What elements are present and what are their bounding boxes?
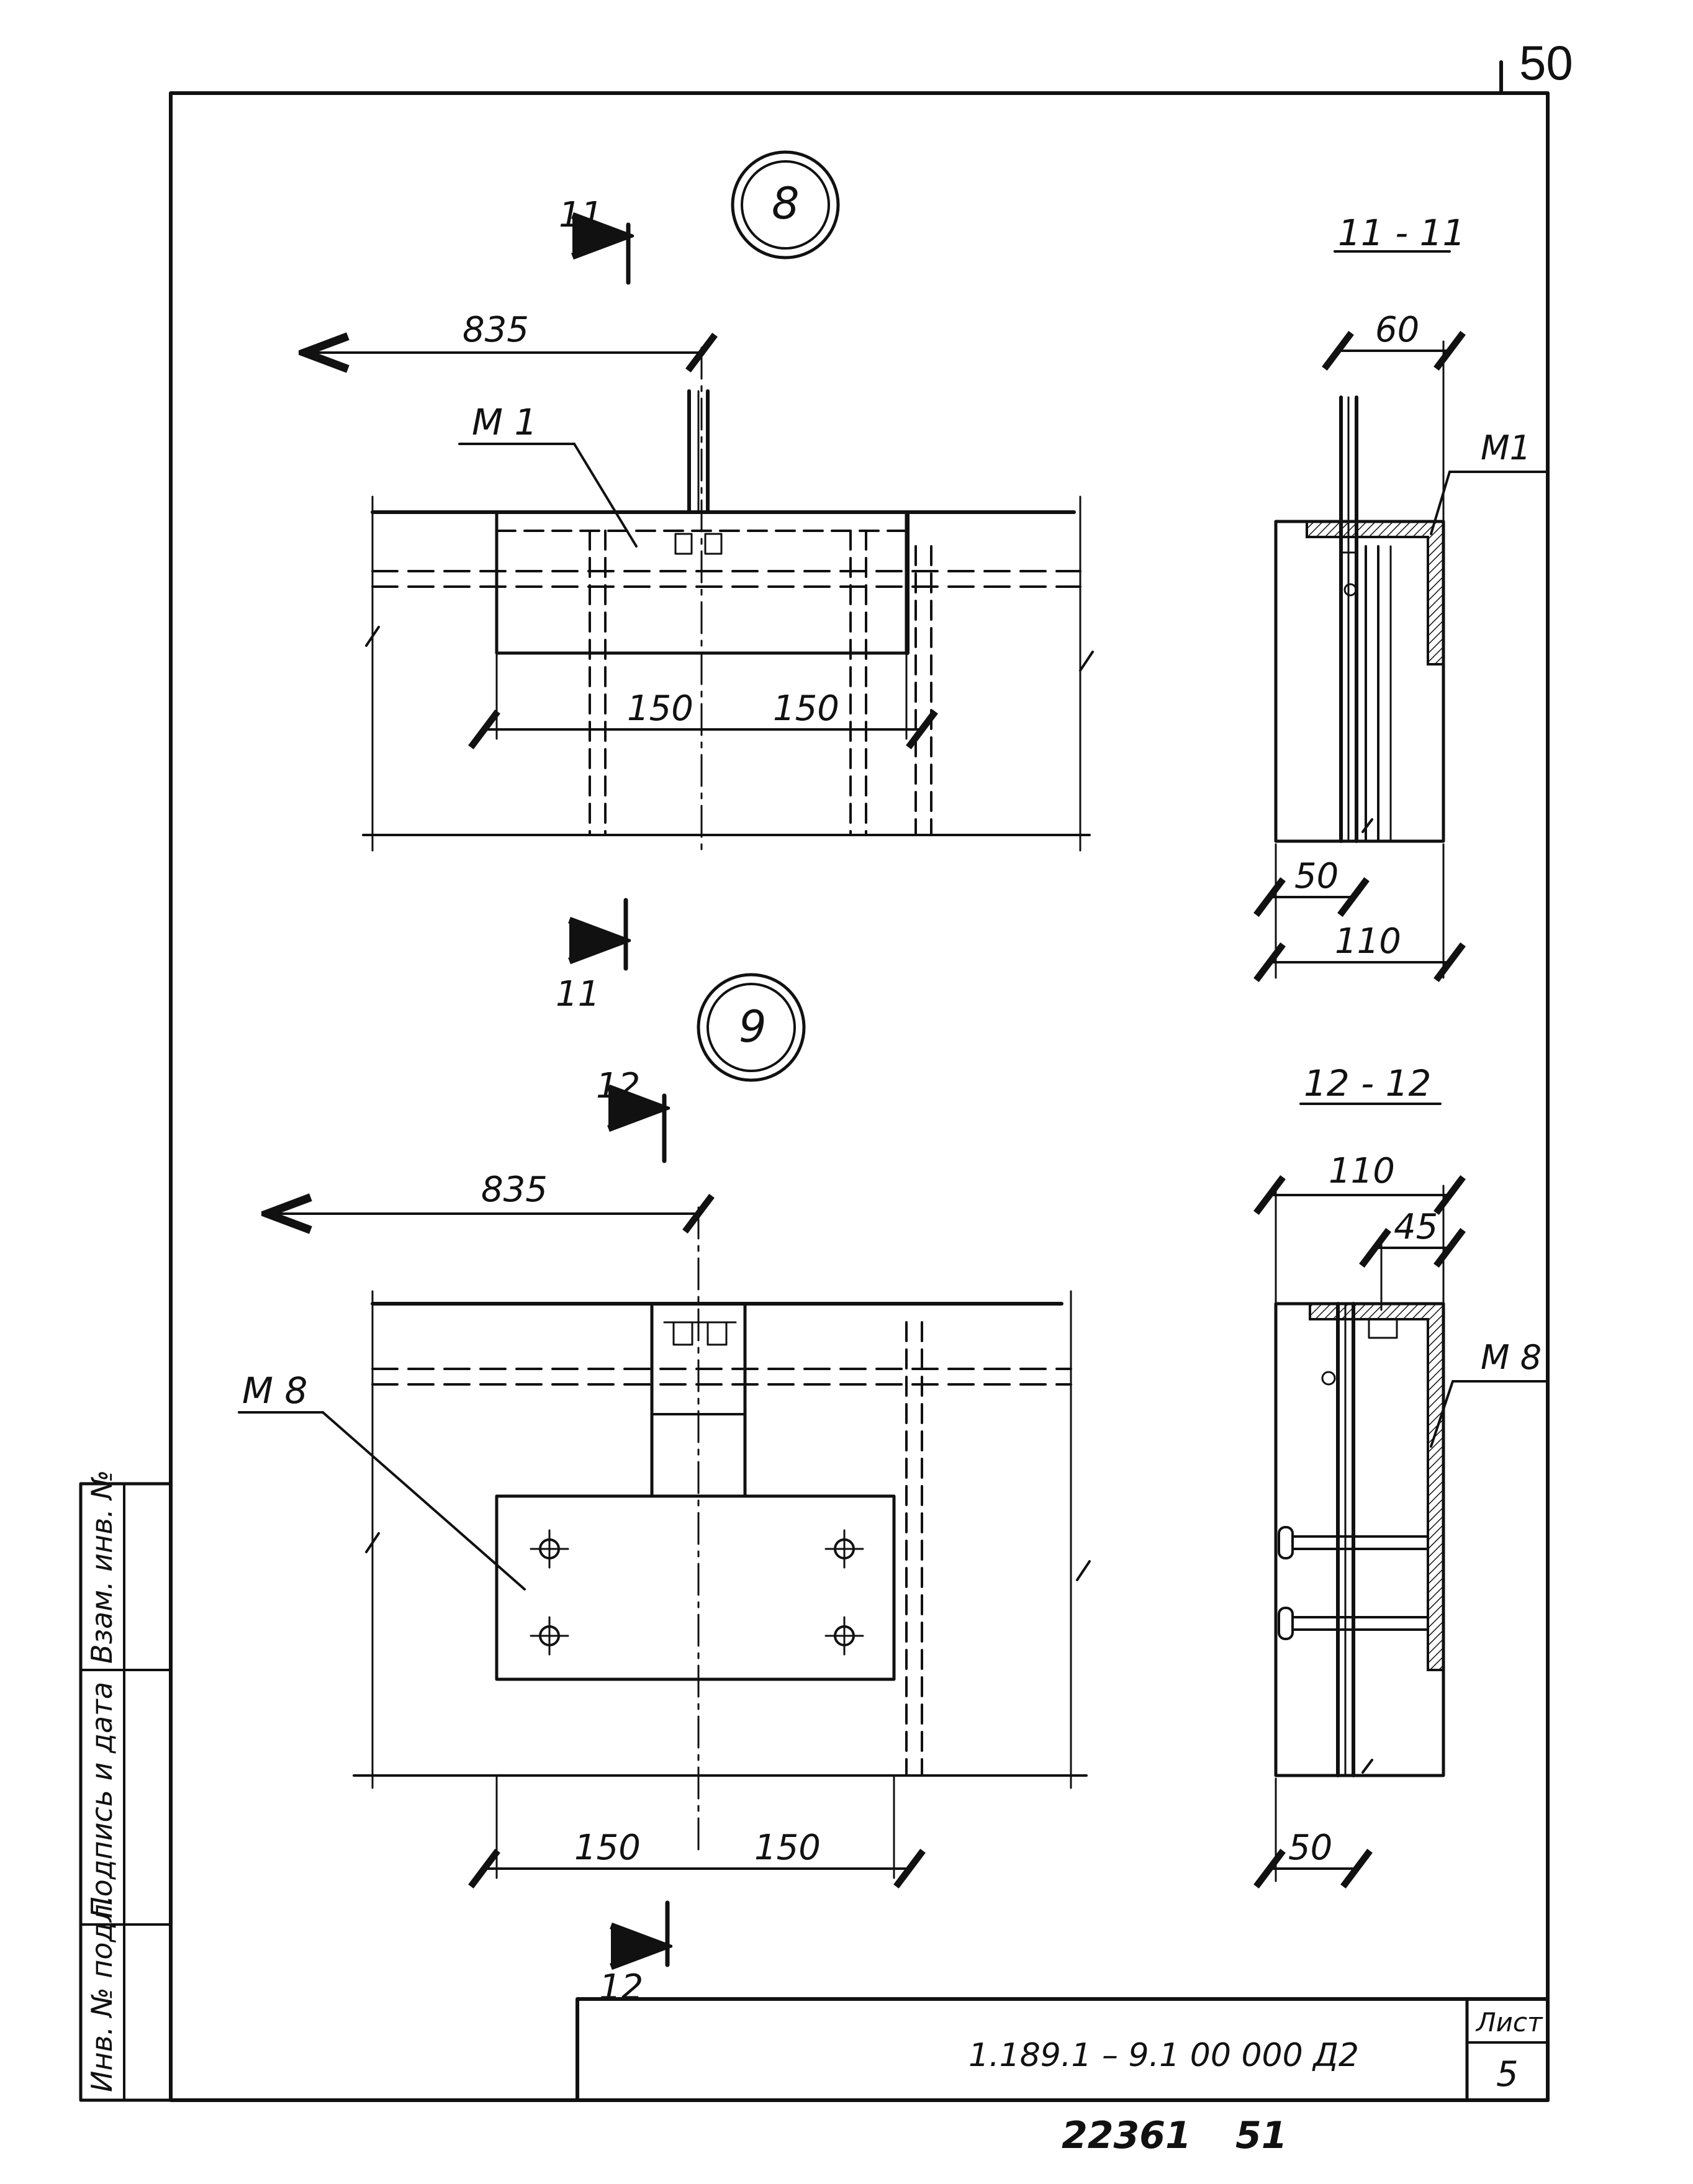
- section-11-bottom-mark: 11: [556, 898, 626, 1014]
- margin-signature-date: Подпись и дата: [85, 1682, 119, 1918]
- node-8-dim-right: 150: [773, 688, 839, 729]
- section-12-title: 12 - 12: [1304, 1062, 1431, 1104]
- section-11-body: [1274, 520, 1445, 843]
- section-12-dim-50: 50: [1288, 1828, 1332, 1868]
- sheet-number: 5: [1496, 2054, 1519, 2095]
- section-11-rod: [1339, 395, 1358, 843]
- node-9-dim-total: 835: [481, 1170, 548, 1210]
- node-8-dim-left: 150: [627, 688, 693, 729]
- node-8-rod: [687, 389, 710, 514]
- section-11-top-label: 11: [559, 195, 603, 235]
- section-12-dim-45: 45: [1394, 1207, 1438, 1247]
- node-8-part-label: М 1: [472, 401, 537, 443]
- section-11-bottom-label: 11: [556, 974, 600, 1014]
- section-11-dim-top: 60: [1375, 310, 1419, 350]
- title-block: Лист 5 1.189.1 – 9.1 00 000 Д2 22361 51: [576, 1997, 1550, 2157]
- node-9-number: 9: [739, 1001, 767, 1052]
- page-number: 50: [1519, 35, 1573, 90]
- margin-stamp: Инв. № подл. Подпись и дата Взам. инв. №: [79, 1470, 173, 2102]
- section-12-bottom-label: 12: [599, 1967, 643, 2008]
- node-9-marker: 9: [697, 973, 806, 1082]
- archive-page: 51: [1235, 2114, 1288, 2157]
- section-12-bottom-mark: 12: [599, 1900, 667, 2008]
- node-8-number: 8: [772, 178, 800, 229]
- archive-number: 22361: [1062, 2114, 1191, 2157]
- section-11-view: 11 - 11 60 М1 50 110: [1253, 212, 1547, 983]
- node-9-part-label: М 8: [242, 1370, 307, 1412]
- section-11-dim-50: 50: [1294, 856, 1339, 896]
- node-9-plate: [495, 1494, 896, 1681]
- node-8-dim-total: 835: [463, 310, 529, 350]
- page-number-block: 50: [1499, 35, 1573, 95]
- section-12-rod: [1336, 1302, 1355, 1777]
- node-8-view: 8 11 835: [304, 150, 1094, 1014]
- node-9-dim-right: 150: [754, 1828, 821, 1868]
- section-11-top-mark: 11: [559, 195, 628, 285]
- section-11-dim-110: 110: [1335, 921, 1401, 962]
- section-12-angle-m8: [1309, 1302, 1445, 1671]
- section-11-title: 11 - 11: [1338, 212, 1465, 254]
- section-11-part-label: М1: [1481, 428, 1531, 467]
- margin-inv-no: Инв. № подл.: [85, 1895, 119, 2092]
- node-8-reinforcement: [589, 530, 932, 836]
- section-12-dim-110: 110: [1329, 1151, 1395, 1191]
- section-12-top-label: 12: [596, 1066, 640, 1106]
- section-12-top-mark: 12: [596, 1066, 664, 1163]
- sheet-label: Лист: [1475, 2007, 1543, 2037]
- section-12-part-label: М 8: [1481, 1338, 1542, 1377]
- section-12-view: 12 - 12 110 45 М 8 50: [1253, 1062, 1547, 1889]
- section-12-body: [1274, 1302, 1445, 1777]
- node-9-dim-left: 150: [574, 1828, 641, 1868]
- section-12-anchors: [1278, 1526, 1429, 1640]
- node-9-view: 9 12 835: [238, 973, 1091, 2008]
- document-code: 1.189.1 – 9.1 00 000 Д2: [968, 2037, 1359, 2074]
- margin-replaces-inv: Взам. инв. №: [85, 1470, 119, 1664]
- section-11-angle-m1: [1306, 520, 1445, 666]
- node-9-reinforcement: [905, 1321, 923, 1777]
- node-8-marker: 8: [731, 150, 840, 259]
